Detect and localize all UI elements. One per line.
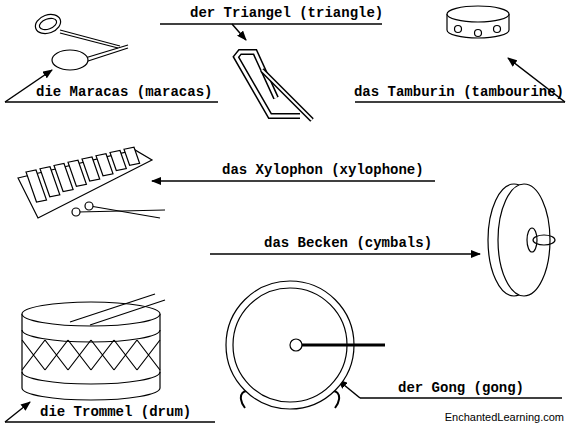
drum-lacing xyxy=(137,340,160,370)
drum-lacing xyxy=(114,340,137,370)
xylophone-bar xyxy=(110,151,126,171)
instrument-label: das Becken (cymbals) xyxy=(264,235,432,251)
instrument-label: der Triangel (triangle) xyxy=(190,5,383,21)
drum-lacing xyxy=(91,340,114,370)
xylophone-bar xyxy=(124,147,140,165)
drum-lacing xyxy=(22,340,45,370)
xylophone-bar xyxy=(82,157,100,181)
instrument-label: der Gong (gong) xyxy=(398,380,524,396)
drum-lacing xyxy=(68,340,91,370)
instrument-label: die Trommel (drum) xyxy=(40,404,191,420)
xylophone-bar xyxy=(96,154,113,176)
instrument-label: die Maracas (maracas) xyxy=(36,84,212,100)
instrument-label: das Tamburin (tambourine) xyxy=(354,84,564,100)
watermark: EnchantedLearning.com xyxy=(445,411,564,424)
drum-lacing xyxy=(45,340,68,370)
instrument-label: das Xylophon (xylophone) xyxy=(222,162,424,178)
